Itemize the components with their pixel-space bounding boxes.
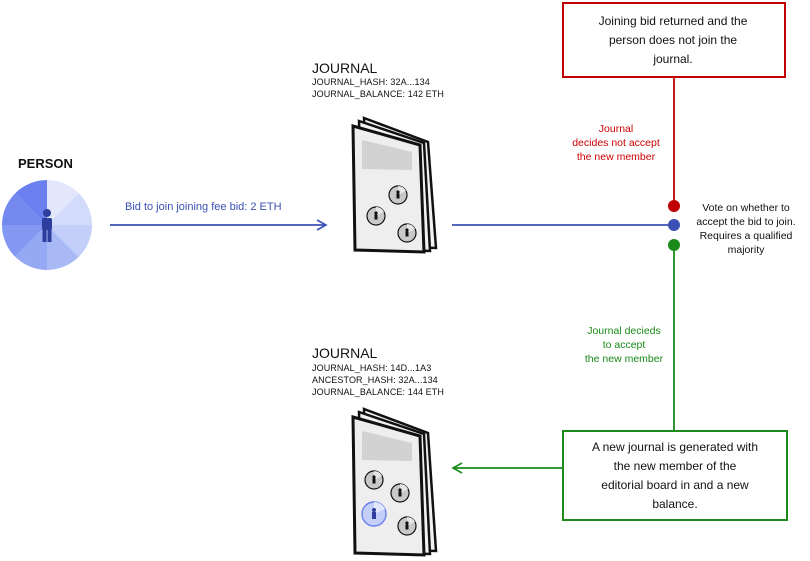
- vote-dot: [668, 219, 680, 231]
- person-icon: [2, 180, 92, 270]
- journal-bottom-hash: JOURNAL_HASH: 14D...1A3: [312, 363, 432, 373]
- vote-label-line: majority: [727, 244, 765, 256]
- person-title: PERSON: [18, 156, 73, 171]
- reject-box-line: person does not join the: [608, 33, 738, 47]
- reject-box-text: Joining bid returned and the person does…: [570, 12, 776, 69]
- journal-top-balance: JOURNAL_BALANCE: 142 ETH: [312, 89, 444, 99]
- accept-label-line: to accept: [602, 339, 646, 351]
- accept-box-line: A new journal is generated with: [591, 440, 759, 454]
- accept-dot: [668, 239, 680, 251]
- accept-box: [562, 430, 788, 521]
- reject-label: Journal decides not accept the new membe…: [556, 122, 676, 164]
- journal-icon-bottom: [351, 407, 438, 557]
- accept-box-line: editorial board in and a new: [601, 478, 749, 492]
- vote-label-line: Vote on whether to: [702, 202, 790, 214]
- reject-box-line: journal.: [653, 52, 693, 66]
- reject-label-line: Journal: [598, 123, 634, 135]
- reject-label-line: the new member: [576, 151, 656, 163]
- accept-box-line: the new member of the: [613, 459, 737, 473]
- reject-box-line: Joining bid returned and the: [598, 14, 748, 28]
- accept-label-line: Journal decieds: [587, 325, 661, 337]
- reject-label-line: decides not accept: [572, 137, 660, 149]
- journal-bottom-title: JOURNAL: [312, 345, 378, 361]
- vote-label-line: accept the bid to join.: [696, 216, 796, 228]
- journal-bottom-balance: JOURNAL_BALANCE: 144 ETH: [312, 387, 444, 397]
- journal-bottom-ancestor: ANCESTOR_HASH: 32A...134: [312, 375, 438, 385]
- bid-label: Bid to join joining fee bid: 2 ETH: [125, 201, 282, 213]
- vote-label-line: Requires a qualified: [699, 230, 793, 242]
- journal-top-meta: JOURNAL_HASH: 32A...134 JOURNAL_BALANCE:…: [312, 76, 444, 100]
- journal-bottom-meta: JOURNAL_HASH: 14D...1A3 ANCESTOR_HASH: 3…: [312, 362, 444, 398]
- reject-dot: [668, 200, 680, 212]
- journal-top-hash: JOURNAL_HASH: 32A...134: [312, 77, 430, 87]
- journal-icon-top: [351, 116, 438, 254]
- journal-top-title: JOURNAL: [312, 60, 378, 76]
- accept-label-line: the new member: [584, 353, 664, 365]
- vote-label: Vote on whether to accept the bid to joi…: [684, 201, 808, 257]
- accept-box-text: A new journal is generated with the new …: [568, 438, 782, 514]
- accept-box-line: balance.: [652, 497, 698, 511]
- reject-box: [562, 2, 786, 78]
- accept-label: Journal decieds to accept the new member: [570, 324, 678, 366]
